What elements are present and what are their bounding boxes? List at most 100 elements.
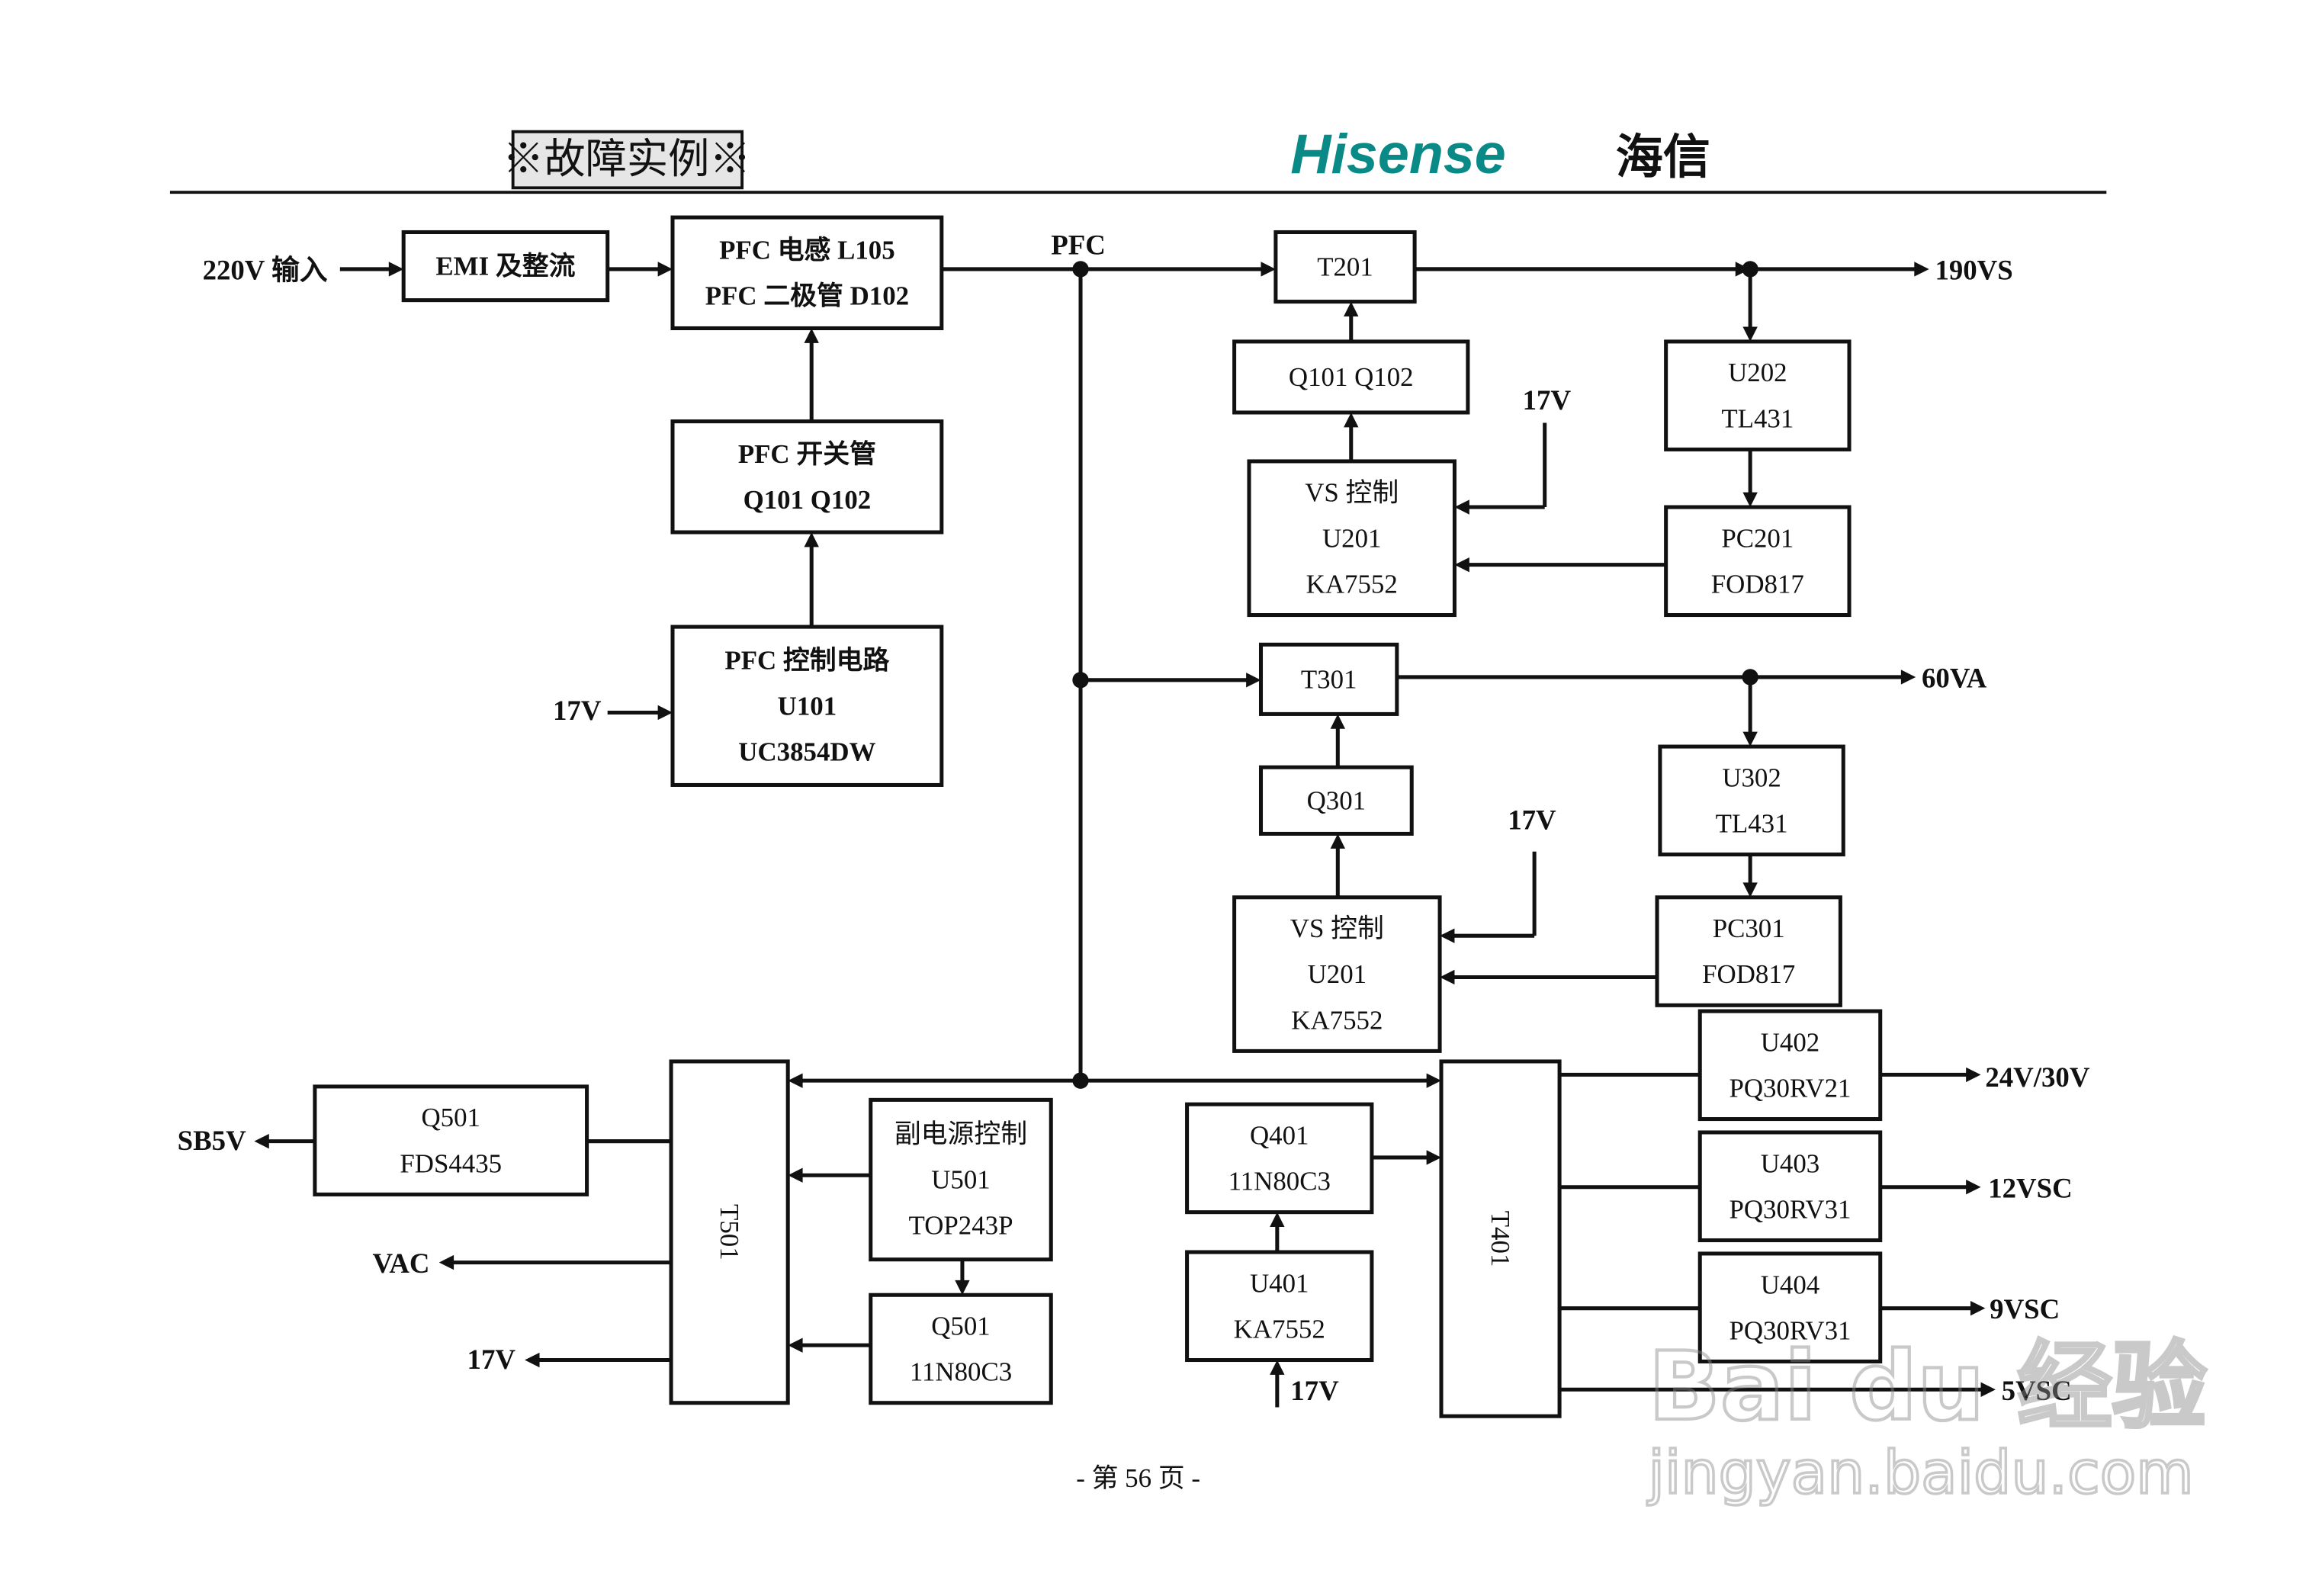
block-label: Q501 [931, 1312, 991, 1341]
arrow-head [1742, 882, 1758, 898]
block-label: U402 [1761, 1027, 1820, 1057]
block-label: PQ30RV21 [1729, 1073, 1851, 1103]
t401-transformer-block: T401 [1439, 1059, 1562, 1418]
q101-q102-block: Q101 Q102 [1232, 339, 1470, 415]
block-label: U302 [1722, 763, 1781, 792]
arrow-head [804, 328, 819, 343]
block-label: PC301 [1713, 914, 1785, 943]
block-label: KA7552 [1291, 1005, 1383, 1035]
arrow-head [1454, 557, 1469, 573]
arrow-head [1440, 928, 1455, 943]
q401-block: Q401 11N80C3 [1185, 1102, 1374, 1215]
arrow-head [804, 531, 819, 548]
output-9vsc-label: 9VSC [1990, 1293, 2060, 1325]
arrow-head [1970, 1300, 1986, 1316]
arrow-head [1344, 412, 1359, 428]
block-label: Q101 Q102 [1289, 362, 1414, 392]
page-number: - 第 56 页 - [1076, 1463, 1200, 1493]
arrow-head [1426, 1150, 1441, 1165]
arrow-head [1914, 262, 1929, 277]
block-label: PFC 二极管 D102 [705, 281, 909, 310]
output-190vs-label: 190VS [1935, 255, 2012, 286]
block-label: Q501 [421, 1103, 480, 1132]
block-label: KA7552 [1306, 569, 1398, 599]
arrow-head [955, 1280, 970, 1296]
logo-chinese: 海信 [1616, 129, 1710, 185]
block-label: UC3854DW [738, 737, 875, 766]
block-label: Q101 Q102 [744, 485, 872, 515]
arrow-head [657, 262, 673, 277]
block-label: U404 [1761, 1270, 1820, 1299]
block-label: 11N80C3 [1228, 1167, 1331, 1196]
section-title-box: ※故障实例※ [503, 130, 751, 190]
block-label: VS 控制 [1290, 914, 1384, 943]
arrow-head [1344, 301, 1359, 316]
arrow-head [1980, 1382, 1996, 1397]
block-label: U202 [1728, 358, 1787, 387]
junctions [1072, 261, 1758, 1089]
output-sb5v-label: SB5V [178, 1125, 246, 1156]
arrow-head [1270, 1212, 1285, 1228]
block-label: PFC 电感 L105 [719, 235, 895, 265]
block-label: FDS4435 [400, 1148, 502, 1178]
vs2-17v-label: 17V [1508, 804, 1556, 836]
arrow-head [525, 1352, 540, 1368]
block-label: TOP243P [909, 1211, 1013, 1241]
block-label: TL431 [1716, 808, 1788, 838]
output-vac-label: VAC [372, 1248, 429, 1279]
signal-arrows [254, 262, 1996, 1408]
t201-transformer-block: T201 [1273, 230, 1417, 304]
block-label: U401 [1250, 1268, 1309, 1298]
arrow-head [1330, 714, 1345, 729]
pfc-node-label: PFC [1051, 230, 1106, 261]
q501-11n80c3-block: Q501 11N80C3 [869, 1293, 1053, 1405]
arrow-head [1966, 1180, 1981, 1195]
pfc-17v-label: 17V [553, 695, 602, 726]
watermark-brand: Bai du 经验 [1648, 1332, 2206, 1442]
block-label: 11N80C3 [910, 1357, 1012, 1387]
arrow-head [438, 1254, 454, 1270]
hisense-logo: Hisense 海信 [1290, 122, 1710, 185]
output-17v-label: 17V [467, 1344, 516, 1375]
section-title: ※故障实例※ [503, 136, 751, 182]
wires [588, 267, 1751, 1311]
block-label: VS 控制 [1305, 477, 1399, 507]
block-label: Q401 [1250, 1121, 1309, 1151]
block-label: Q301 [1307, 785, 1367, 815]
block-label: PC201 [1721, 523, 1794, 553]
block-label: U501 [931, 1165, 991, 1195]
arrow-head [788, 1337, 803, 1353]
block-label: PQ30RV31 [1729, 1194, 1851, 1224]
arrow-head [788, 1167, 803, 1183]
block-label: T501 [715, 1204, 744, 1260]
arrow-head [788, 1073, 803, 1088]
arrow-head [1426, 1073, 1441, 1088]
block-label: U201 [1308, 959, 1367, 989]
block-label: 副电源控制 [894, 1119, 1027, 1149]
watermark-url: jingyan.baidu.com [1646, 1439, 2193, 1508]
block-label: T201 [1317, 252, 1373, 282]
arrow-head [657, 705, 673, 721]
block-label: U201 [1322, 523, 1382, 553]
arrow-head [388, 262, 404, 277]
signal-labels: 220V 输入 PFC 17V 17V 17V 17V 190VS 60VA S… [178, 230, 2090, 1406]
output-24v-label: 24V/30V [1985, 1061, 2089, 1093]
block-label: U101 [778, 691, 837, 721]
block-label: KA7552 [1234, 1314, 1325, 1344]
t301-transformer-block: T301 [1258, 642, 1399, 716]
output-60va-label: 60VA [1922, 663, 1987, 694]
